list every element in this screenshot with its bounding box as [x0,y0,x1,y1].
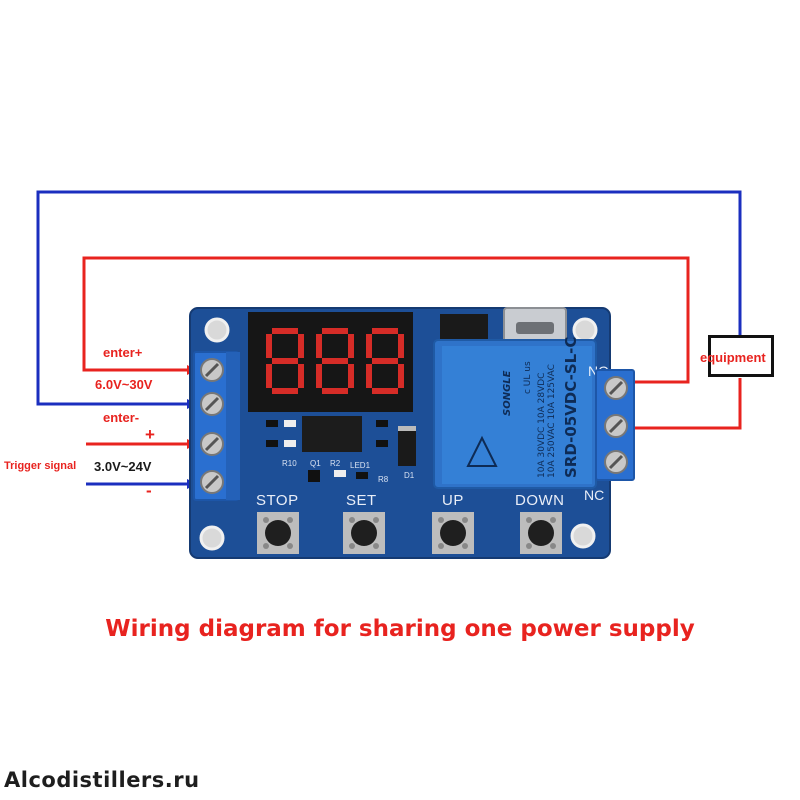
equipment-label: equipment [700,350,766,365]
push-button-down [520,512,562,554]
push-button-stop [257,512,299,554]
up-button-label: UP [442,492,464,509]
push-button-up [432,512,474,554]
set-button-label: SET [346,492,377,509]
relay-rating-2: 10A 30VDC 10A 28VDC [537,373,547,478]
push-button-set [343,512,385,554]
terminal-nc-label: NC [584,487,604,503]
label-d1: D1 [404,471,415,480]
trigger-minus-sign: - [146,481,152,500]
ic-chip [302,416,362,452]
relay-marks: c UL us [523,361,533,394]
mounting-hole [199,525,225,551]
relay-rating-1: 10A 250VAC 10A 125VAC [547,364,557,478]
label-r10: R10 [282,459,297,468]
relay-brand: SONGLE [502,370,513,416]
label-r8: R8 [378,475,389,484]
display-digits [266,328,404,394]
relay-model: SRD-05VDC-SL-C [562,337,580,478]
label-q1: Q1 [310,459,321,468]
relay: SRD-05VDC-SL-C 10A 250VAC 10A 125VAC 10A… [433,337,597,489]
trigger-signal-label: Trigger signal [4,460,77,472]
stop-button-label: STOP [256,492,299,509]
label-r2: R2 [330,459,341,468]
equipment-return-wire [608,378,742,430]
enter-minus-label: enter- [103,410,140,425]
trigger-voltage-label: 3.0V~24V [94,459,152,474]
negative-loop-wire [36,190,742,409]
trigger-plus-sign: + [145,425,155,444]
diode [398,426,416,466]
enter-plus-label: enter+ [103,345,143,360]
input-voltage-label: 6.0V~30V [95,377,153,392]
positive-loop-wire [82,256,690,384]
mounting-hole [204,317,230,343]
diagram-title: Wiring diagram for sharing one power sup… [105,616,695,642]
relay-screw-terminal [595,369,635,481]
input-screw-terminal [193,351,240,501]
mounting-hole [570,523,596,549]
label-led1: LED1 [350,461,371,470]
relay-module-board: R10 Q1 R2 LED1 R8 D1 SRD-05VDC-SL-C 10A … [189,307,611,559]
down-button-label: DOWN [515,492,565,509]
equipment-box [708,335,774,377]
watermark: Alcodistillers.ru [4,768,200,792]
